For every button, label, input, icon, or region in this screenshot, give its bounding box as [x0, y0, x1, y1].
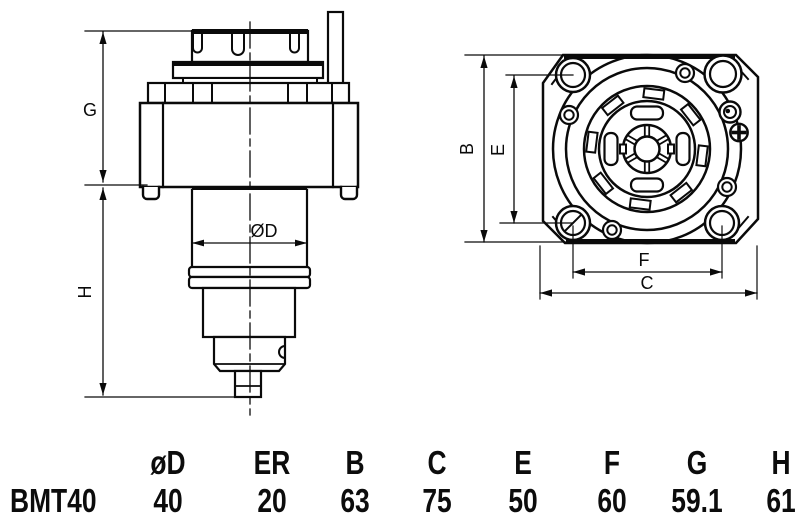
serration-row [146, 81, 351, 105]
drawing-canvas: G H ØD B E F C [75, 10, 760, 416]
main-body [138, 101, 360, 189]
boss-circle-outer [551, 53, 743, 245]
dim-label-b: B [457, 143, 477, 155]
table-value-h: 61 [766, 482, 796, 519]
foot-left [141, 185, 161, 201]
side-view [138, 10, 360, 399]
table-value-c: 75 [422, 482, 452, 519]
table-header-c: C [427, 444, 447, 481]
spindle-step-1 [201, 286, 297, 339]
hub-notch-right [667, 143, 675, 155]
table-header-b: B [345, 444, 365, 481]
center-bore [633, 135, 661, 163]
arrowheads [99, 32, 307, 395]
table-header-f: F [603, 444, 621, 481]
dim-label-c: C [641, 273, 654, 293]
dim-label-e: E [488, 144, 508, 156]
nut-slot-right [289, 33, 300, 54]
small-holes [558, 62, 738, 241]
table-value-e: 50 [508, 482, 538, 519]
flange-top-edge [173, 61, 323, 66]
table-header-er: ER [253, 444, 291, 481]
side-view-dimensions [84, 30, 308, 398]
front-view-dimensions [464, 54, 758, 300]
key-tabs [585, 87, 709, 211]
arrowheads [480, 56, 757, 297]
table-header-e: E [514, 444, 532, 481]
table-value-b: 63 [340, 482, 370, 519]
table-header-g: G [686, 444, 708, 481]
drive-pin [326, 10, 345, 86]
side-hole-arc [278, 344, 287, 360]
dim-label-f: F [639, 250, 650, 270]
table-header-od: øD [150, 444, 186, 481]
table-value-od: 40 [153, 482, 183, 519]
front-view [541, 53, 760, 245]
key-ring-outer [582, 84, 712, 214]
drive-slots [603, 105, 691, 193]
table-header-h: H [771, 444, 791, 481]
dim-label-g: G [83, 100, 97, 120]
nut-slot-center [231, 33, 245, 56]
boss-circle-2 [564, 66, 730, 232]
table-row-label: BMT40 [10, 482, 97, 519]
phillips-screw [729, 122, 749, 143]
hub-notch-left [619, 143, 627, 155]
table-value-g: 59.1 [671, 482, 723, 519]
pilot-nub [233, 369, 263, 399]
nut-slot-left [192, 33, 203, 54]
serration-divisions [164, 82, 333, 104]
locating-pin [718, 100, 742, 124]
table-value-er: 20 [257, 482, 287, 519]
table-value-f: 60 [597, 482, 627, 519]
foot-right [339, 185, 359, 201]
dim-label-d: ØD [251, 221, 278, 241]
key-ring-inner [597, 99, 697, 199]
hub-spokes [624, 125, 670, 173]
dim-label-h: H [75, 286, 95, 299]
